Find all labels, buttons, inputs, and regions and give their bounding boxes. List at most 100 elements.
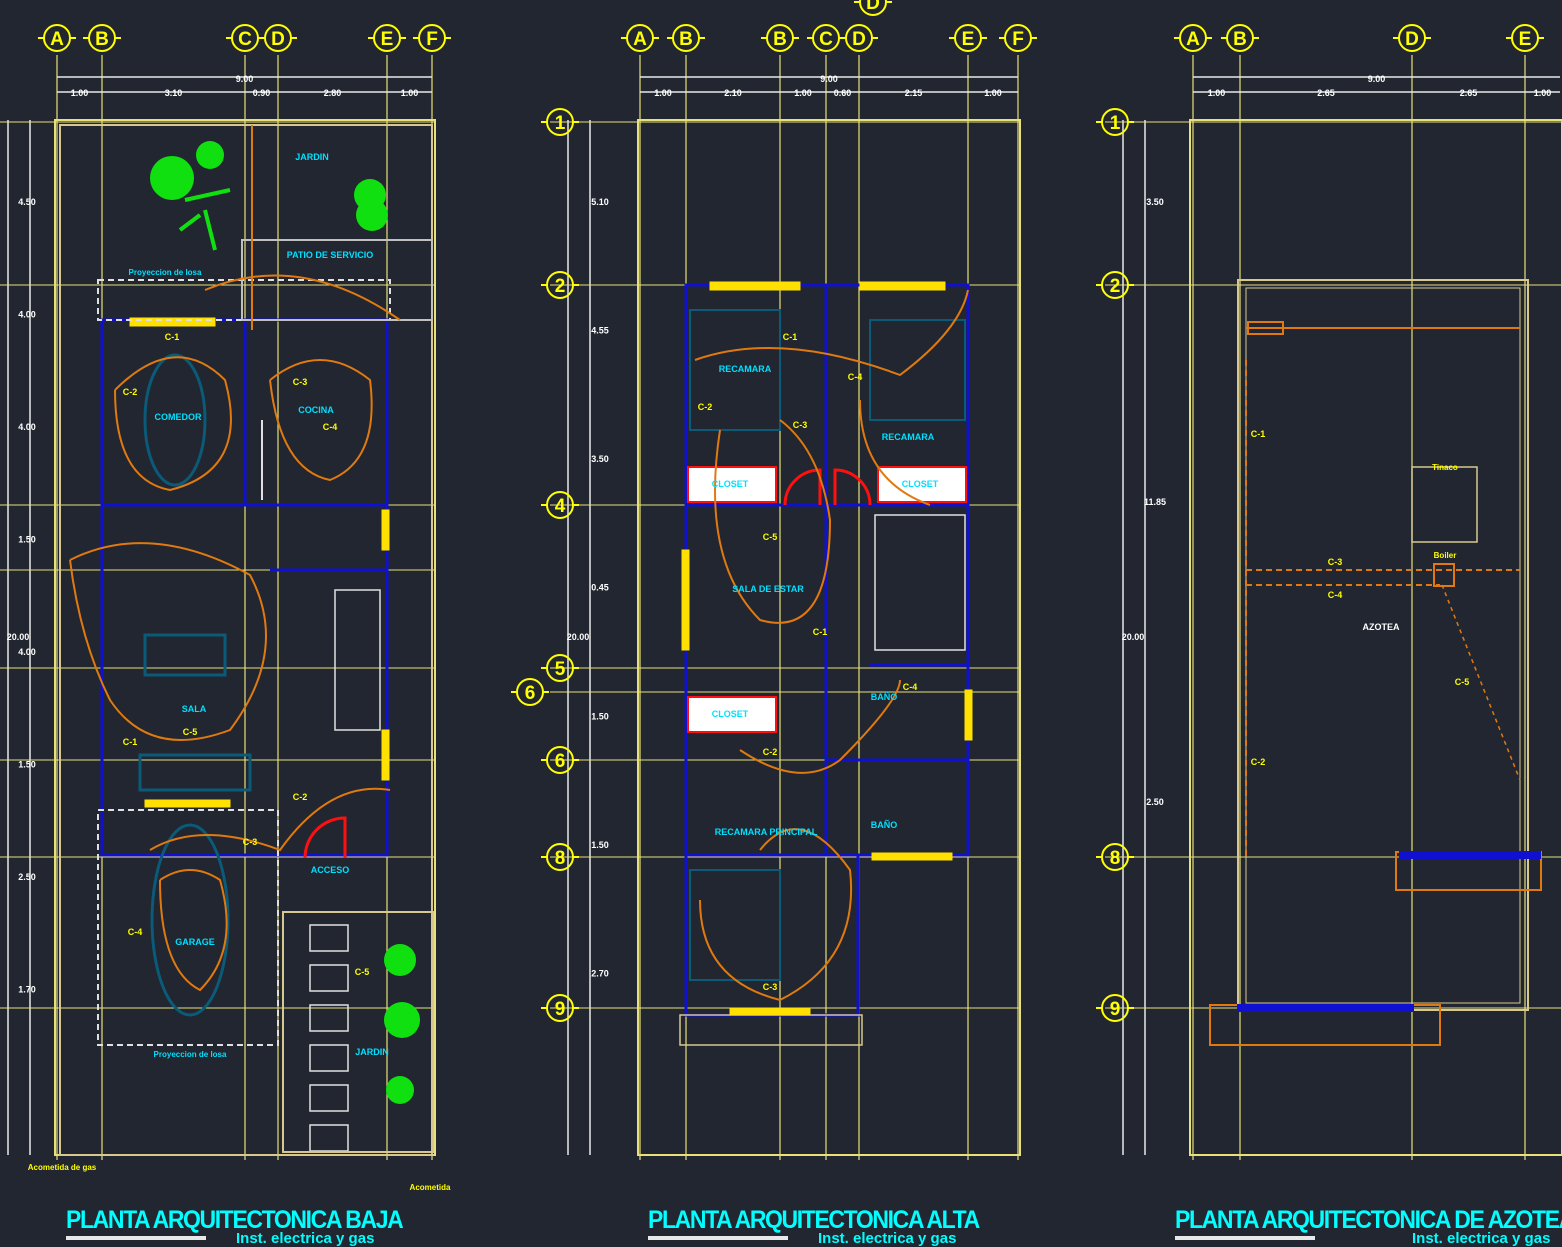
row-label-1: 1	[555, 113, 566, 134]
dimension-total: 20.00	[7, 632, 30, 642]
gas-line	[1441, 584, 1521, 781]
room-label: BAÑO	[871, 820, 898, 830]
room-label: SALA	[182, 704, 207, 714]
row-label-6: 6	[525, 683, 536, 704]
room-label: JARDIN	[355, 1047, 389, 1057]
dimension-value: 5.10	[591, 197, 609, 207]
room-label: RECAMARA	[719, 364, 772, 374]
window	[729, 1007, 811, 1016]
circuit-tag: C-1	[783, 332, 798, 342]
boiler-icon	[1433, 563, 1455, 587]
dimension-value: 2.65	[1460, 88, 1478, 98]
row-label-2: 2	[1110, 276, 1121, 297]
lot-wall	[59, 124, 433, 1156]
plan-title-baja: PLANTA ARQUITECTONICA BAJA	[66, 1206, 404, 1234]
circuit-run	[269, 359, 373, 482]
circuit-tag: C-5	[1455, 677, 1470, 687]
closet	[687, 466, 777, 503]
window	[381, 729, 390, 781]
dimension-value: 2.65	[1317, 88, 1335, 98]
circuit-run	[159, 869, 228, 992]
plan-subtitle-azotea: Inst. electrica y gas	[1412, 1230, 1551, 1247]
circuit-tag: C-4	[848, 372, 863, 382]
circuit-run	[859, 399, 931, 506]
column-label-e: E	[962, 29, 975, 50]
circuit-tag: C-4	[128, 927, 143, 937]
room-label: Boiler	[1434, 551, 1457, 560]
plan-title-alta: PLANTA ARQUITECTONICA ALTA	[648, 1206, 980, 1234]
dimension-value: 2.10	[724, 88, 742, 98]
column-label-c: C	[819, 29, 833, 50]
room-label: RECAMARA PRINCIPAL	[715, 827, 818, 837]
room-label: CLOSET	[712, 479, 749, 489]
roof-projection	[97, 809, 279, 1046]
dimension-value: 1.70	[18, 985, 36, 995]
bed-icon	[869, 319, 966, 421]
window	[381, 509, 390, 551]
stair-icon	[334, 589, 381, 731]
title-underline	[648, 1236, 788, 1240]
dimension-value: 2.50	[18, 872, 36, 882]
column-label-e: E	[1519, 29, 1532, 50]
stair-icon	[874, 514, 966, 651]
column-label-b: B	[773, 29, 787, 50]
sofa-icon	[143, 633, 227, 677]
bed-icon	[689, 309, 781, 431]
dimension-value: 1.50	[18, 760, 36, 770]
dimension-value: 3.50	[1146, 197, 1164, 207]
dimension-value: 4.00	[18, 647, 36, 657]
window	[709, 281, 801, 291]
circuit-run	[714, 419, 832, 624]
plant-icon	[178, 188, 231, 251]
window	[144, 799, 231, 808]
column-label-d-top: D	[866, 0, 880, 14]
row-label-6: 6	[555, 751, 566, 772]
dimension-value: 1.50	[18, 535, 36, 545]
plan-subtitle-alta: Inst. electrica y gas	[818, 1230, 957, 1247]
dimension-total: 9.00	[1368, 74, 1386, 84]
paver-icon	[309, 1124, 349, 1152]
column-label-e: E	[381, 29, 394, 50]
title-underline	[1175, 1236, 1315, 1240]
row-label-4: 4	[555, 496, 566, 517]
row-label-8: 8	[555, 848, 566, 869]
room-label: CLOSET	[712, 709, 749, 719]
dimension-value: 2.80	[324, 88, 342, 98]
dimension-value: 4.55	[591, 326, 609, 336]
dimension-value: 1.00	[794, 88, 812, 98]
door-swing	[303, 816, 347, 859]
circuit-tag: C-2	[293, 792, 308, 802]
column-label-a: A	[633, 29, 647, 50]
circuit-tag: C-2	[123, 387, 138, 397]
dimension-total: 20.00	[1122, 632, 1145, 642]
circuit-tag: C-5	[763, 532, 778, 542]
column-label-b: B	[1233, 29, 1247, 50]
dimension-value: 0.60	[834, 88, 852, 98]
window	[859, 281, 946, 291]
wall-cap	[1399, 851, 1541, 859]
paver-icon	[309, 964, 349, 992]
column-label-a: A	[1186, 29, 1200, 50]
roof-inner	[1245, 287, 1521, 1004]
room-label: Proyeccion de losa	[154, 1050, 227, 1059]
column-label-a: A	[50, 29, 64, 50]
room-label: SALA DE ESTAR	[732, 584, 804, 594]
circuit-tag: C-4	[1328, 590, 1343, 600]
row-label-2: 2	[555, 276, 566, 297]
window	[964, 689, 973, 741]
circuit-run	[204, 274, 401, 321]
room-label: Proyeccion de losa	[129, 268, 202, 277]
column-label-f: F	[426, 29, 438, 50]
row-label-9: 9	[555, 999, 566, 1020]
circuit-tag: C-1	[813, 627, 828, 637]
tree-icon	[356, 199, 388, 231]
dimension-value: 3.50	[591, 454, 609, 464]
circuit-tag: C-3	[1328, 557, 1343, 567]
title-underline	[66, 1236, 206, 1240]
circuit-tag: C-1	[123, 737, 138, 747]
window	[129, 317, 216, 327]
tree-icon	[384, 944, 416, 976]
plan-title-azotea: PLANTA ARQUITECTONICA DE AZOTEA	[1175, 1206, 1562, 1234]
bed-icon	[689, 869, 781, 981]
circuit-run	[149, 787, 391, 852]
